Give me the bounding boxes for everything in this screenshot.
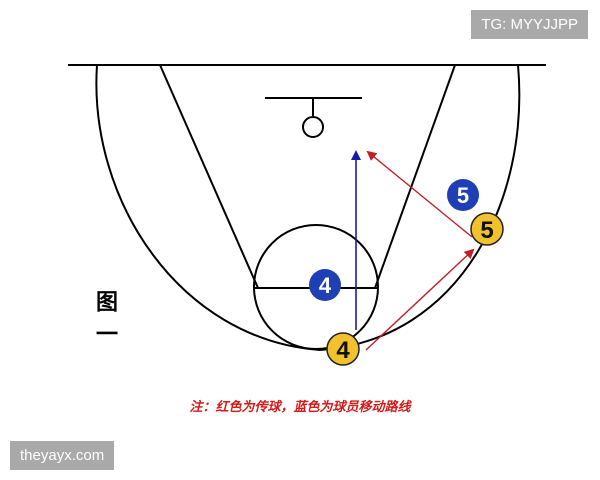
blue-player-4: 4 [309,269,341,301]
three-point-arc [95,64,521,352]
yellow-player-4-label: 4 [336,337,350,364]
figure-label: 图一 [92,290,117,354]
yellow-player-5-label: 5 [480,217,493,244]
blue-player-5-label: 5 [457,183,469,208]
watermark-bottom: theyayx.com [10,441,115,470]
pass-4-to-5 [365,248,475,351]
yellow-player-4: 4 [326,332,360,366]
blue-player-4-label: 4 [319,273,332,298]
lane-left-line [159,64,259,289]
free-throw-circle [253,224,379,350]
pass-5-to-4 [366,150,473,238]
hoop-ring [302,116,324,138]
watermark-top: TG: MYYJJPP [471,10,588,39]
blue-player-5: 5 [447,179,479,211]
legend-note: 注：红色为传球，蓝色为球员移动路线 [189,400,411,415]
yellow-player-5: 5 [470,212,504,246]
lane-right-line [374,64,456,289]
